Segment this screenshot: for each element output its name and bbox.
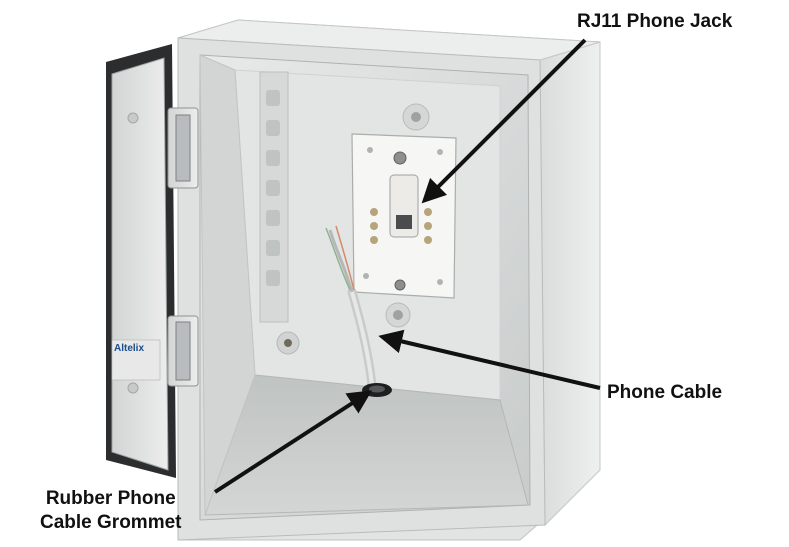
arrow-cable — [378, 329, 601, 390]
arrow-jack — [421, 38, 587, 204]
callout-phone-cable: Phone Cable — [607, 382, 723, 403]
door-brand-label: Altelix — [114, 343, 145, 354]
callout-rubber-grommet: Rubber Phone Cable Grommet — [40, 487, 181, 535]
callout-grommet-line2: Cable Grommet — [40, 512, 182, 533]
mounting-rail — [259, 71, 289, 323]
arrow-grommet — [213, 390, 373, 494]
enclosure-door — [106, 44, 176, 478]
callout-arrows — [213, 38, 601, 494]
phone-cable — [325, 225, 377, 390]
rj11-jack-plate — [351, 133, 457, 299]
callout-rj11-phone-jack: RJ11 Phone Jack — [577, 11, 733, 32]
door-hinges — [167, 107, 199, 387]
mounting-bosses — [276, 103, 430, 355]
callout-grommet-line1: Rubber Phone — [45, 488, 176, 509]
